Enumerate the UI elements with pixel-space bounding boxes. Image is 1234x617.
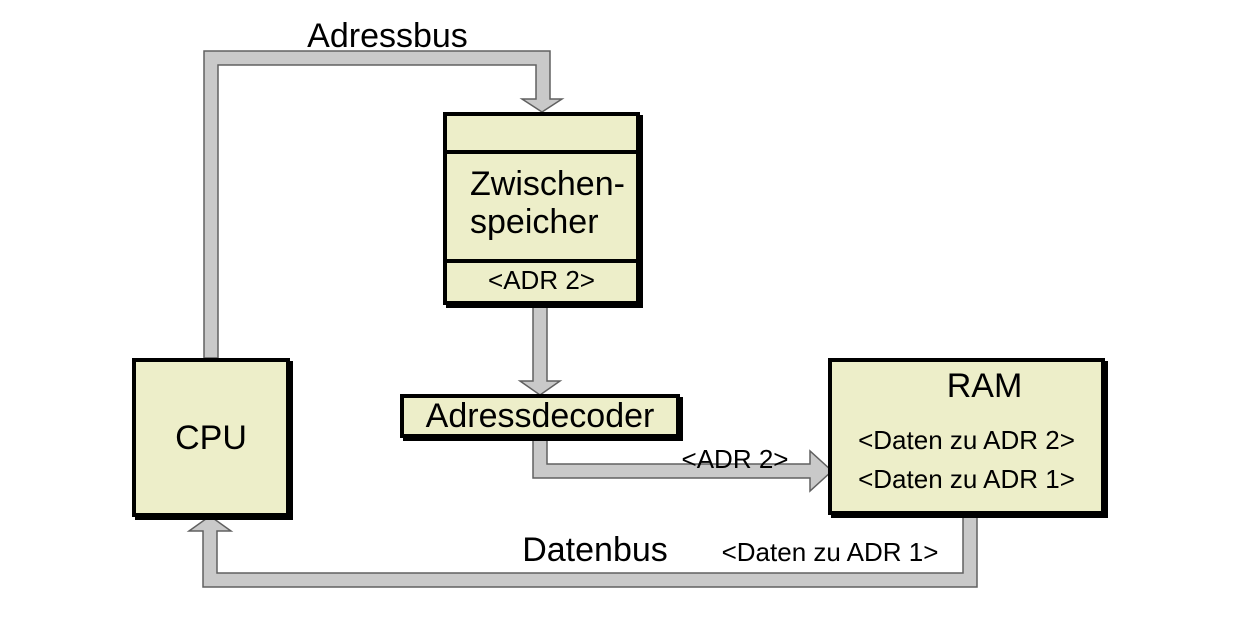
data-bus-label: Datenbus — [522, 531, 668, 569]
ram-data-row-adr1: <Daten zu ADR 1> — [858, 464, 1075, 494]
ram-box: RAM <Daten zu ADR 2> <Daten zu ADR 1> — [828, 358, 1105, 515]
address-decoder-label: Adressdecoder — [425, 397, 655, 435]
ram-label: RAM — [946, 367, 1023, 405]
decoder-to-ram-bus — [532, 437, 834, 493]
address-bus — [203, 50, 565, 359]
buffer-label: Zwischen- speicher — [447, 154, 636, 263]
address-to-ram-label: <ADR 2> — [681, 444, 789, 474]
data-bus — [186, 512, 978, 588]
buffer-box: Zwischen- speicher <ADR 2> — [443, 112, 640, 305]
ram-data-row-adr2: <Daten zu ADR 2> — [858, 425, 1075, 455]
buffer-to-decoder-arrow — [517, 304, 563, 396]
buffer-empty-section — [447, 116, 636, 154]
address-decoder-box: Adressdecoder — [400, 394, 680, 438]
cpu-box: CPU — [132, 358, 290, 517]
data-to-cpu-label: <Daten zu ADR 1> — [721, 537, 939, 567]
address-bus-label: Adressbus — [307, 17, 468, 55]
cpu-label: CPU — [175, 418, 247, 457]
buffer-address-slot: <ADR 2> — [488, 265, 595, 295]
